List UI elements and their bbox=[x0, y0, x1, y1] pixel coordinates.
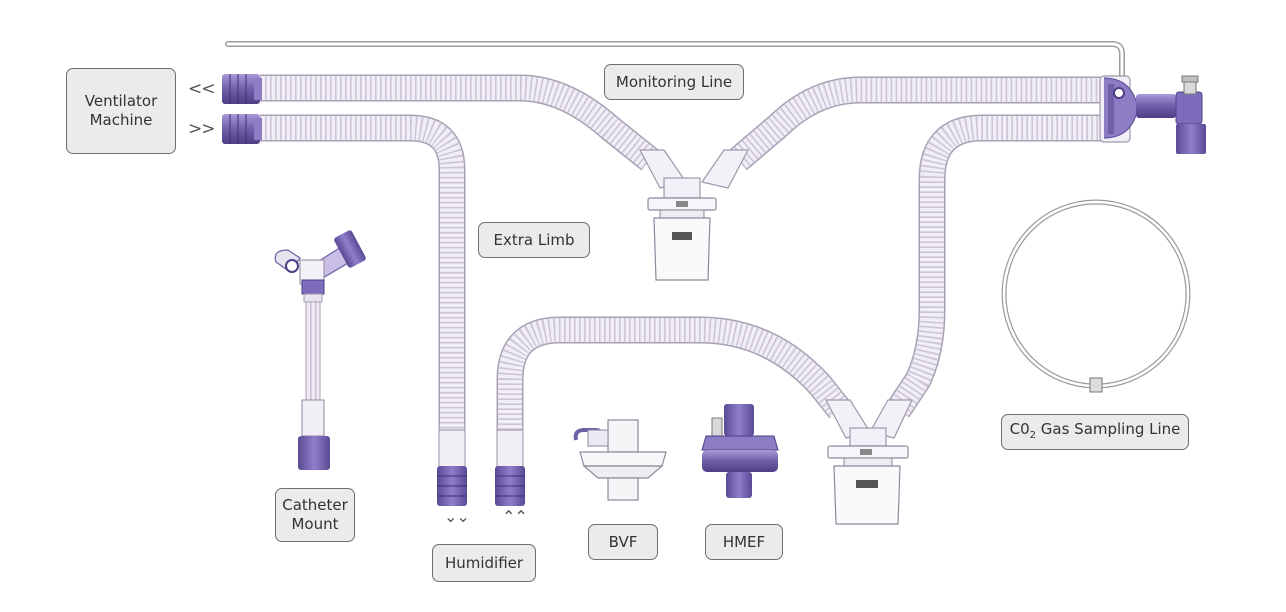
bvf-filter-device bbox=[573, 419, 667, 501]
monitoring-line-text: Monitoring Line bbox=[615, 72, 733, 91]
bvf-text: BVF bbox=[608, 532, 638, 551]
monitoring-line-tube bbox=[225, 41, 1125, 83]
co2-prefix: C0 bbox=[1009, 419, 1030, 438]
humidifier-connectors bbox=[437, 466, 525, 506]
expiratory-limb bbox=[260, 114, 466, 471]
humidifier-text: Humidifier bbox=[444, 553, 524, 572]
catheter-mount-text: Catheter Mount bbox=[282, 496, 348, 533]
co2-label-text: C02 Gas Sampling Line bbox=[1010, 420, 1181, 445]
humidifier-label: Humidifier bbox=[432, 544, 536, 582]
co2-gas-sampling-line-label: C02 Gas Sampling Line bbox=[1001, 414, 1189, 450]
hmef-text: HMEF bbox=[722, 532, 766, 551]
lower-water-trap bbox=[825, 399, 913, 525]
monitoring-line-label: Monitoring Line bbox=[604, 64, 744, 100]
co2-sampling-line-ring bbox=[1001, 199, 1191, 393]
upper-water-trap bbox=[639, 149, 749, 281]
co2-subscript: 2 bbox=[1029, 429, 1036, 441]
machine-connectors bbox=[222, 74, 262, 144]
hmef-label: HMEF bbox=[705, 524, 783, 560]
from-machine-arrow: << bbox=[188, 79, 215, 99]
co2-suffix: Gas Sampling Line bbox=[1036, 419, 1181, 438]
to-humidifier-arrow: ⌄⌄ bbox=[444, 507, 470, 526]
bvf-label: BVF bbox=[588, 524, 658, 560]
ventilator-machine-label: Ventilator Machine bbox=[66, 68, 176, 154]
from-humidifier-arrow: ⌃⌃ bbox=[502, 507, 528, 526]
ventilator-machine-text: Ventilator Machine bbox=[84, 92, 158, 129]
inspiratory-limb bbox=[260, 74, 1108, 171]
catheter-mount-device bbox=[274, 230, 366, 470]
catheter-mount-label: Catheter Mount bbox=[275, 488, 355, 542]
extra-limb-text: Extra Limb bbox=[493, 230, 575, 249]
extra-limb-label: Extra Limb bbox=[478, 222, 590, 258]
humidifier-return-limb bbox=[496, 114, 1108, 471]
to-machine-arrow: >> bbox=[188, 119, 215, 139]
hmef-filter-device bbox=[701, 404, 779, 498]
patient-wye-connector bbox=[1099, 75, 1206, 154]
